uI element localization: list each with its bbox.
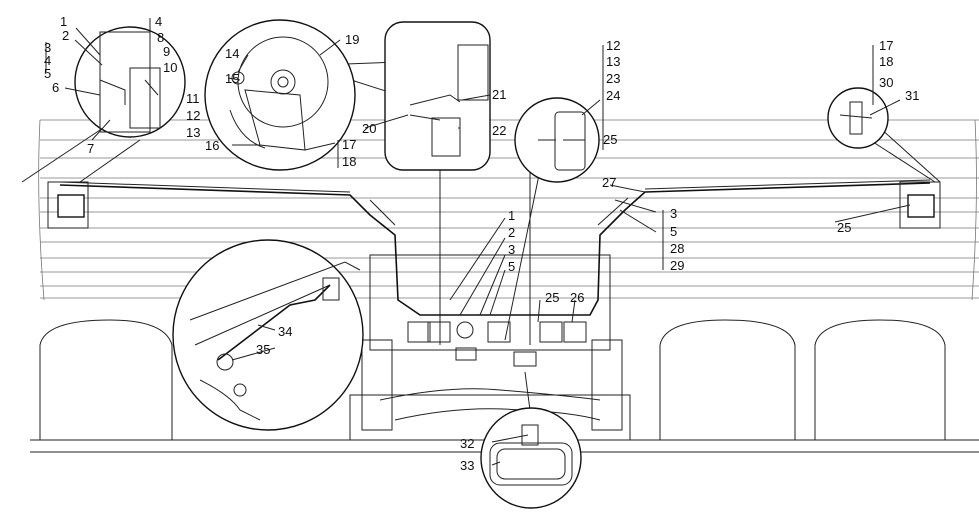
part-label: 28 [670,241,684,256]
label-leaders [45,18,911,466]
part-label: 21 [492,87,506,102]
part-label: 24 [606,88,620,103]
part-label: 12 [606,38,620,53]
part-label: 20 [362,121,376,136]
part-label: 22 [492,123,506,138]
part-label: 29 [670,258,684,273]
part-label: 33 [460,458,474,473]
part-label: 7 [87,141,94,156]
engine-structure [349,160,631,441]
callout-relay [384,21,491,171]
part-label: 3 [670,206,677,221]
part-label: 31 [905,88,919,103]
part-label: 13 [186,125,200,140]
wiring-harness [59,179,931,316]
right-lamp [899,181,941,229]
part-label: 8 [157,30,164,45]
part-label: 3 [508,242,515,257]
part-label: 19 [345,32,359,47]
part-label: 26 [570,290,584,305]
part-label: 11 [186,91,200,106]
part-label: 25 [545,290,559,305]
part-label: 25 [837,220,851,235]
part-label: 34 [278,324,292,339]
part-label: 17 [879,38,893,53]
callout-top-left [74,26,186,138]
part-label: 14 [225,46,239,61]
part-label: 23 [606,71,620,86]
part-label: 5 [670,224,677,239]
part-label: 5 [508,259,515,274]
part-label: 2 [508,225,515,240]
part-label: 25 [603,132,617,147]
part-label: 16 [205,138,219,153]
part-label: 12 [186,108,200,123]
part-label: 27 [602,175,616,190]
part-label: 5 [44,66,51,81]
part-label: 18 [879,54,893,69]
part-label: 3 [44,40,51,55]
part-label: 4 [44,53,51,68]
lamp-row [407,321,587,367]
callout-horn [204,19,356,171]
part-label: 1 [508,208,515,223]
part-label: 30 [879,75,893,90]
part-label: 35 [256,342,270,357]
part-label: 13 [606,54,620,69]
left-lamp [47,181,89,229]
callout-right-small [827,87,889,149]
callout-bottom [480,407,582,509]
callout-left-big [172,239,364,431]
part-label: 1 [60,14,67,29]
callout-headlamp [514,97,600,183]
part-label: 18 [342,154,356,169]
part-label: 10 [163,60,177,75]
part-label: 6 [52,80,59,95]
part-label: 4 [155,14,162,29]
part-label: 9 [163,44,170,59]
part-labels: 1 2 3 4 4 5 6 7 8 9 10 11 12 13 14 15 16… [44,14,919,473]
part-label: 15 [225,71,239,86]
part-label: 17 [342,137,356,152]
part-label: 2 [62,28,69,43]
part-label: 32 [460,436,474,451]
